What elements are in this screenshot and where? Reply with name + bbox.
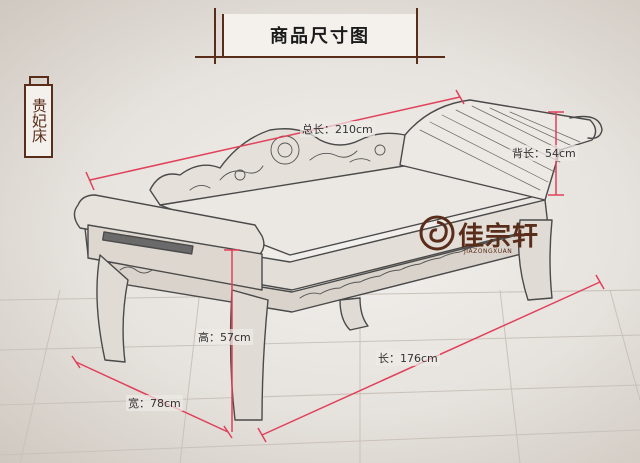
daybed	[73, 99, 603, 421]
title-underline	[195, 56, 445, 58]
page-title: 商品尺寸图	[270, 26, 370, 47]
brand-swirl-icon	[419, 215, 455, 251]
width-label: 宽：78cm	[126, 395, 183, 411]
brand-logo: 佳宗轩 JIAZONGXUAN	[418, 212, 558, 262]
brand-subtitle: JIAZONGXUAN	[464, 248, 513, 255]
product-label-box: 贵妃床	[24, 76, 54, 158]
length-label: 长：176cm	[376, 350, 440, 366]
height-label: 高：57cm	[196, 329, 253, 345]
back-length-label: 背长：54cm	[510, 145, 578, 161]
brand-name: 佳宗轩	[458, 222, 540, 252]
title-banner: 商品尺寸图	[214, 8, 418, 64]
label-cap	[29, 76, 49, 84]
total-length-label: 总长：210cm	[300, 121, 375, 137]
floor-tiles	[0, 289, 640, 463]
product-label: 贵妃床	[24, 84, 53, 158]
